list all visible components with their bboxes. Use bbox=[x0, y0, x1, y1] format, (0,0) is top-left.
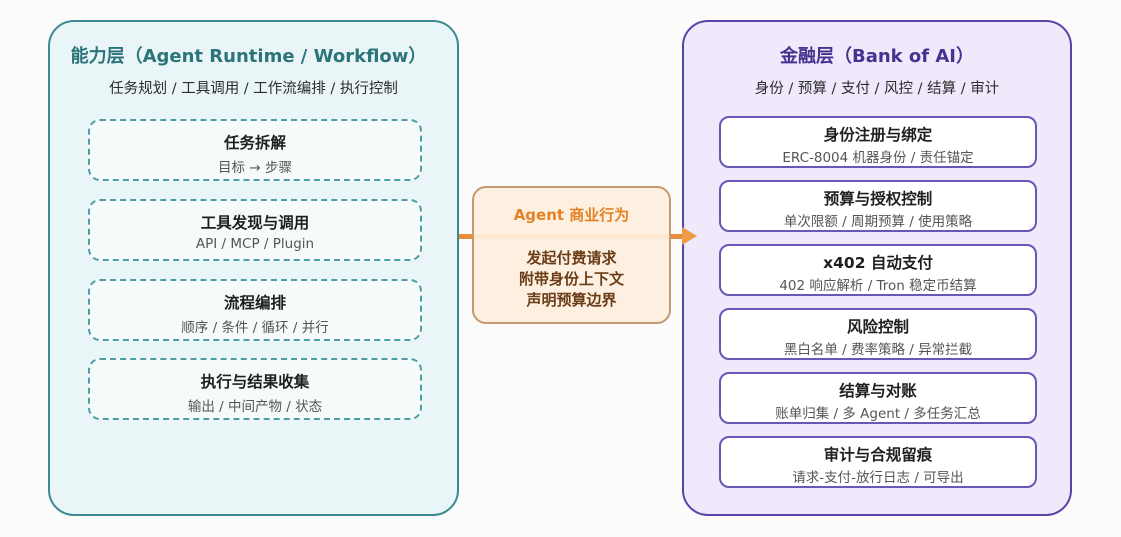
capability-card-workflow-orchestration: 流程编排 顺序 / 条件 / 循环 / 并行 bbox=[88, 279, 422, 341]
agent-commerce-line: 声明预算边界 bbox=[526, 291, 617, 309]
finance-card-audit: 审计与合规留痕 请求-支付-放行日志 / 可导出 bbox=[719, 436, 1037, 488]
card-desc: 输出 / 中间产物 / 状态 bbox=[187, 399, 323, 415]
agent-commerce-lines: 发起付费请求 附带身份上下文 声明预算边界 bbox=[474, 248, 669, 311]
finance-card-budget-authorization: 预算与授权控制 单次限额 / 周期预算 / 使用策略 bbox=[719, 180, 1037, 232]
card-title: 工具发现与调用 bbox=[200, 214, 310, 232]
finance-layer-subtitle: 身份 / 预算 / 支付 / 风控 / 结算 / 审计 bbox=[754, 81, 1000, 97]
card-title: 审计与合规留痕 bbox=[823, 446, 933, 464]
card-desc: ERC-8004 机器身份 / 责任锚定 bbox=[782, 150, 974, 166]
card-title: 执行与结果收集 bbox=[200, 373, 310, 391]
finance-layer-title: 金融层（Bank of AI） bbox=[779, 46, 974, 67]
capability-layer-panel: 能力层（Agent Runtime / Workflow） 任务规划 / 工具调… bbox=[48, 20, 459, 516]
card-desc: 单次限额 / 周期预算 / 使用策略 bbox=[783, 214, 973, 230]
finance-card-risk-control: 风险控制 黑白名单 / 费率策略 / 异常拦截 bbox=[719, 308, 1037, 360]
card-desc: 402 响应解析 / Tron 稳定币结算 bbox=[779, 278, 977, 294]
card-desc: 请求-支付-放行日志 / 可导出 bbox=[792, 470, 964, 486]
card-title: 预算与授权控制 bbox=[823, 190, 933, 208]
card-title: 任务拆解 bbox=[223, 134, 286, 152]
card-desc: 账单归集 / 多 Agent / 多任务汇总 bbox=[775, 406, 981, 422]
finance-card-settlement: 结算与对账 账单归集 / 多 Agent / 多任务汇总 bbox=[719, 372, 1037, 424]
card-title: 流程编排 bbox=[223, 294, 286, 312]
card-desc: 目标 → 步骤 bbox=[218, 160, 292, 176]
card-title: 风险控制 bbox=[846, 318, 909, 336]
card-title: x402 自动支付 bbox=[823, 254, 933, 272]
finance-layer-panel: 金融层（Bank of AI） 身份 / 预算 / 支付 / 风控 / 结算 /… bbox=[682, 20, 1072, 516]
agent-commerce-title: Agent 商业行为 bbox=[513, 206, 630, 224]
card-desc: API / MCP / Plugin bbox=[195, 236, 315, 252]
capability-layer-subtitle: 任务规划 / 工具调用 / 工作流编排 / 执行控制 bbox=[109, 81, 398, 97]
arrow-right-icon bbox=[682, 227, 697, 245]
capability-card-task-decomposition: 任务拆解 目标 → 步骤 bbox=[88, 119, 422, 181]
capability-layer-title: 能力层（Agent Runtime / Workflow） bbox=[70, 46, 427, 67]
agent-commerce-line: 附带身份上下文 bbox=[518, 270, 624, 288]
agent-commerce-line: 发起付费请求 bbox=[526, 249, 617, 267]
card-desc: 顺序 / 条件 / 循环 / 并行 bbox=[181, 320, 329, 336]
capability-card-tool-discovery: 工具发现与调用 API / MCP / Plugin bbox=[88, 199, 422, 261]
card-title: 结算与对账 bbox=[839, 382, 917, 400]
capability-card-execution-collection: 执行与结果收集 输出 / 中间产物 / 状态 bbox=[88, 358, 422, 420]
finance-card-identity: 身份注册与绑定 ERC-8004 机器身份 / 责任锚定 bbox=[719, 116, 1037, 168]
finance-card-x402-payment: x402 自动支付 402 响应解析 / Tron 稳定币结算 bbox=[719, 244, 1037, 296]
card-desc: 黑白名单 / 费率策略 / 异常拦截 bbox=[783, 342, 973, 358]
card-title: 身份注册与绑定 bbox=[823, 126, 933, 144]
agent-commerce-box: Agent 商业行为 发起付费请求 附带身份上下文 声明预算边界 bbox=[472, 186, 671, 324]
